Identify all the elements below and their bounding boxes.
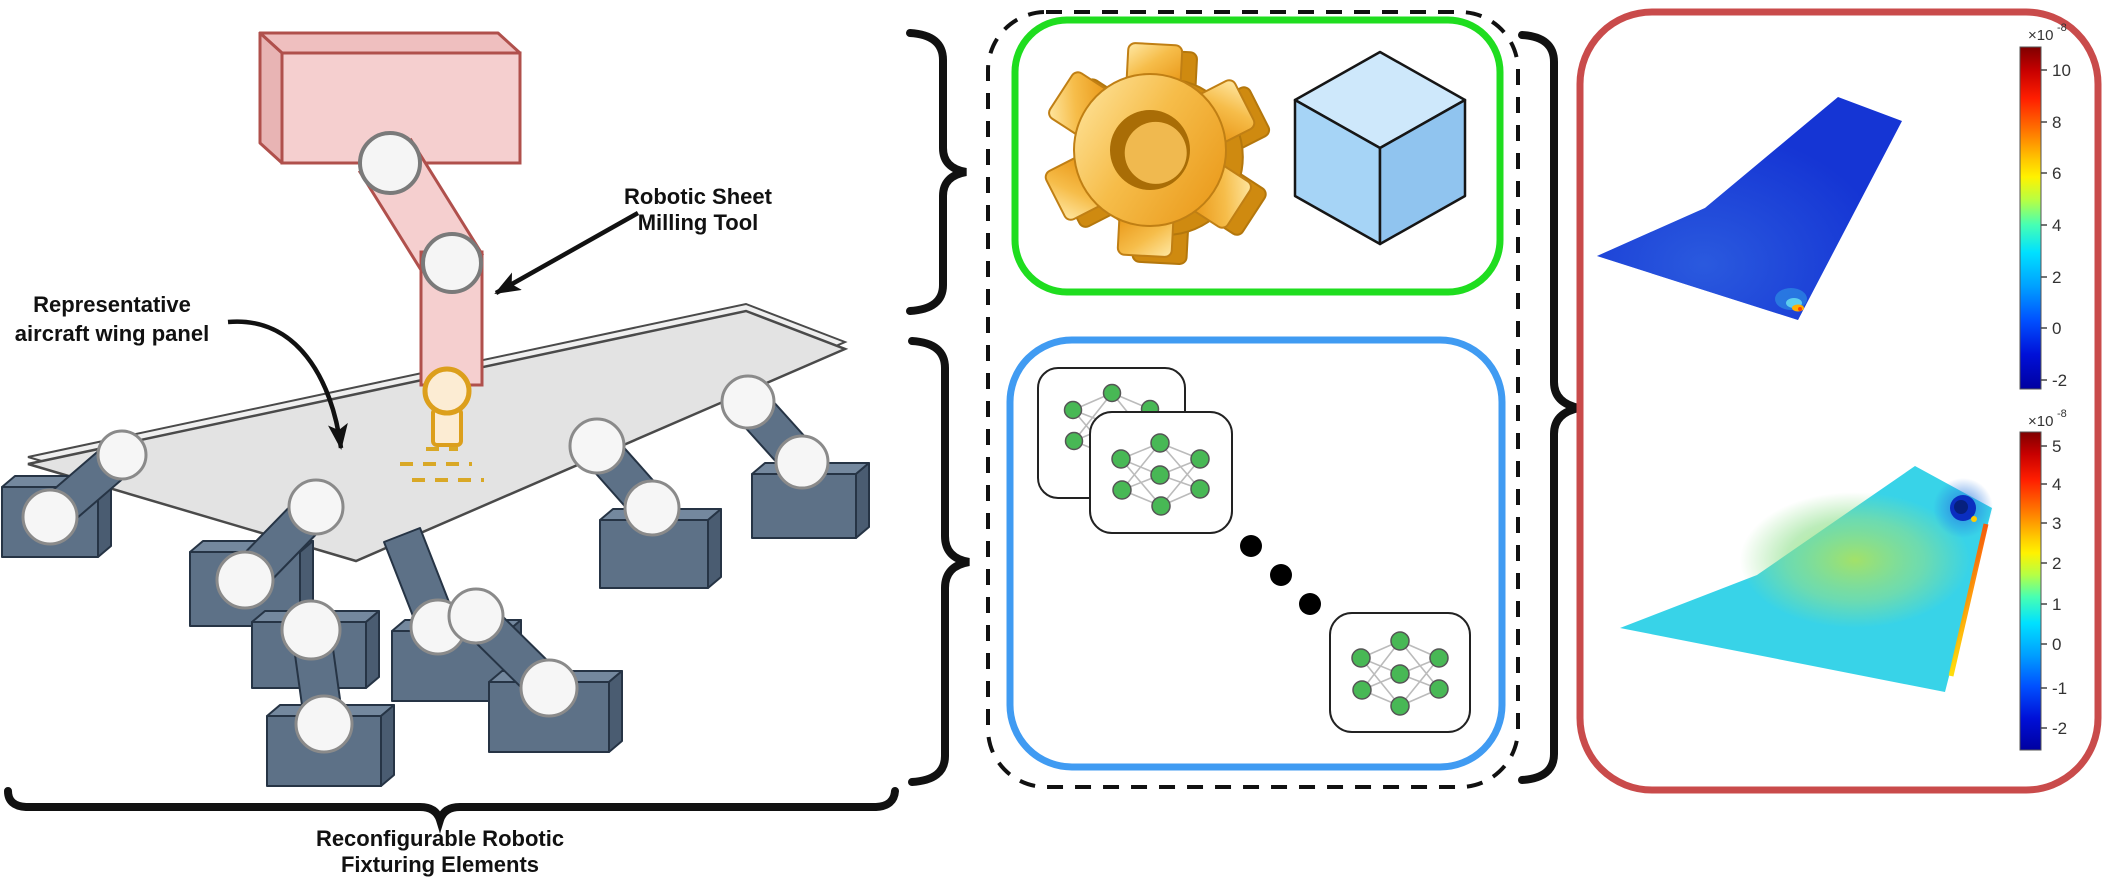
fixtures-group-brace	[908, 337, 970, 786]
dashed-group-box	[986, 10, 1520, 789]
fixture-element	[720, 374, 870, 539]
colorbar-tick: 5	[2052, 437, 2061, 456]
colorbar-tick: 2	[2052, 268, 2061, 287]
fem-plot-bottom	[1620, 466, 1993, 692]
colorbar-tick: -2	[2052, 371, 2067, 390]
colorbar-exponent-power: -8	[2057, 22, 2067, 34]
colorbar-exponent: ×10	[2028, 27, 2053, 44]
colorbar-top: 10 8 6 4 2 0 -2 ×10 -8	[2019, 22, 2071, 390]
colorbar-tick: 3	[2052, 514, 2061, 533]
fixturing-label-line2: Fixturing Elements	[341, 852, 539, 877]
wing-panel-arrow	[227, 319, 348, 450]
fixturing-label-line1: Reconfigurable Robotic	[316, 826, 564, 851]
fixture-element	[251, 599, 395, 787]
wing-panel-label-line1: Representative	[33, 292, 191, 317]
colorbar-tick: 2	[2052, 554, 2061, 573]
simulation-model-box	[1011, 16, 1504, 296]
neural-network-card	[1329, 612, 1471, 733]
robot-joint	[421, 232, 483, 294]
fem-plot-top	[1597, 97, 1902, 320]
ellipsis-dots	[1240, 535, 1321, 615]
milling-tool-arrow	[494, 211, 640, 295]
milling-tool-label-line1: Robotic Sheet	[624, 184, 773, 209]
model-group	[986, 10, 1520, 789]
fixture-element	[189, 478, 345, 627]
fixturing-underbrace	[4, 787, 899, 834]
neural-network-box	[1006, 336, 1506, 771]
colorbar-exponent-power: -8	[2057, 408, 2067, 420]
cube-icon	[1293, 50, 1467, 246]
fem-results-box: 10 8 6 4 2 0 -2 ×10 -8	[1576, 8, 2102, 794]
milling-spindle-ball	[422, 366, 472, 416]
colorbar-bottom: 5 4 3 2 1 0 -1 -2 ×10 -8	[2019, 408, 2067, 751]
colorbar-tick: 6	[2052, 164, 2061, 183]
wing-panel-label-line2: aircraft wing panel	[15, 321, 209, 346]
fixturing-elements	[1, 374, 870, 787]
robot-milling-cell: Robotic Sheet Milling Tool Representativ…	[1, 31, 899, 877]
robot-group-brace	[906, 29, 967, 315]
fixture-element	[1, 429, 148, 558]
colorbar-tick: 1	[2052, 595, 2061, 614]
colorbar-tick: 8	[2052, 113, 2061, 132]
colorbar-tick: -2	[2052, 719, 2067, 738]
colorbar-tick: 10	[2052, 61, 2071, 80]
neural-network-card	[1089, 411, 1233, 534]
fixture-element	[447, 587, 623, 753]
fixture-element	[568, 417, 722, 589]
colorbar-tick: 0	[2052, 635, 2061, 654]
robot-joint	[358, 131, 422, 195]
gear-icon	[1044, 42, 1271, 265]
results-brace	[1518, 31, 1580, 784]
colorbar-tick: 0	[2052, 319, 2061, 338]
colorbar-exponent: ×10	[2028, 413, 2053, 430]
robot-arm	[258, 31, 522, 482]
colorbar-tick: 4	[2052, 475, 2061, 494]
milling-tool-label-line2: Milling Tool	[638, 210, 759, 235]
colorbar-tick: -1	[2052, 679, 2067, 698]
colorbar-tick: 4	[2052, 216, 2061, 235]
milling-path-marks	[400, 447, 484, 482]
